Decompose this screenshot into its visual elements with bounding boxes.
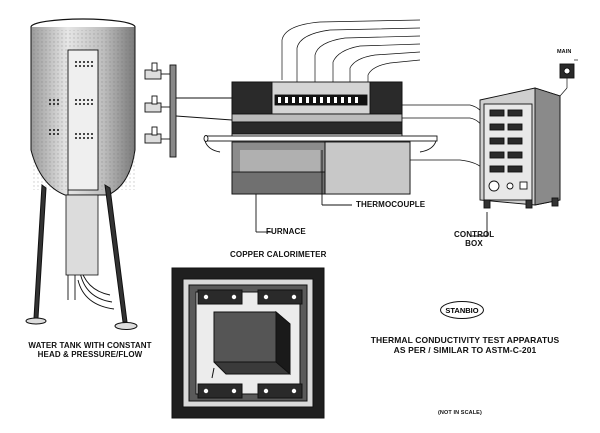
control-box-label-line1: CONTROL	[454, 230, 495, 239]
apparatus-title-line1: THERMAL CONDUCTIVITY TEST APPARATUS	[370, 335, 560, 345]
scale-note: (NOT IN SCALE)	[438, 410, 482, 416]
water-tank-label-line1: WATER TANK WITH CONSTANT	[28, 341, 152, 350]
water-tank-label: WATER TANK WITH CONSTANT HEAD & PRESSURE…	[10, 341, 170, 359]
main-switch-label: MAIN	[557, 49, 572, 55]
flow-valves	[144, 62, 177, 158]
copper-calorimeter	[171, 267, 325, 419]
tank-legs	[25, 184, 138, 330]
thermocouple-label: THERMOCOUPLE	[356, 200, 426, 209]
brand-logo: STANBIO	[440, 301, 484, 319]
furnace-assembly	[175, 19, 438, 233]
control-box	[402, 59, 578, 237]
furnace-label: FURNACE	[266, 227, 306, 236]
apparatus-title: THERMAL CONDUCTIVITY TEST APPARATUS AS P…	[350, 335, 580, 355]
water-tank-label-line2: HEAD & PRESSURE/FLOW	[37, 350, 143, 359]
control-box-label: CONTROL BOX	[454, 230, 494, 248]
water-tank	[30, 18, 136, 310]
copper-calorimeter-label: COPPER CALORIMETER	[230, 250, 327, 259]
apparatus-title-line2: AS PER / SIMILAR TO ASTM-C-201	[393, 345, 537, 355]
control-box-label-line2: BOX	[465, 239, 483, 248]
